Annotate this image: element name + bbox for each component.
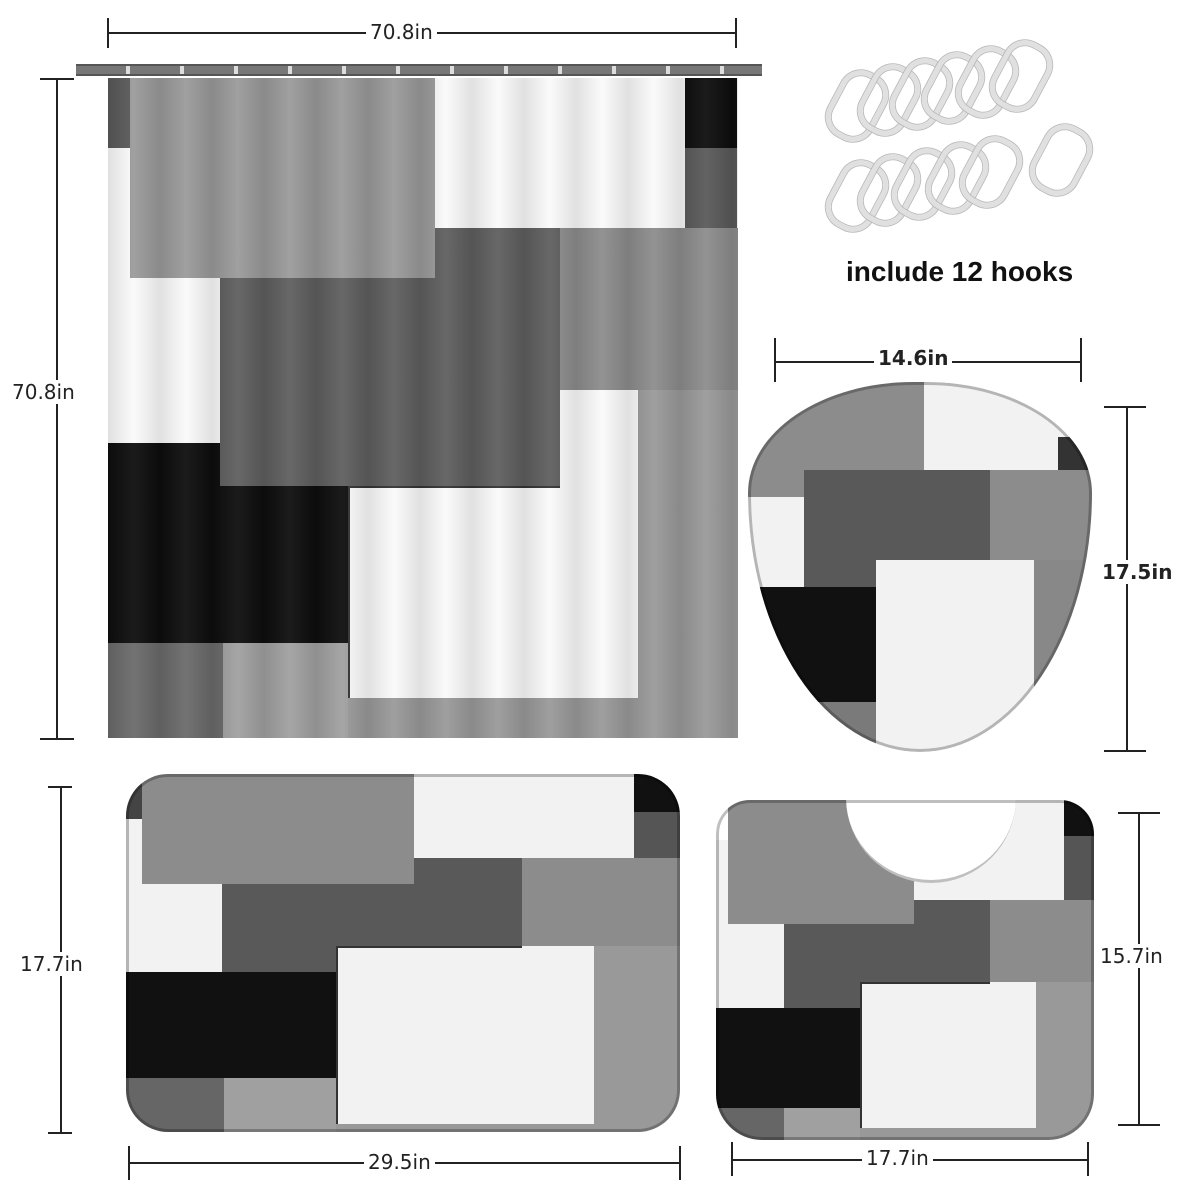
contour-mat bbox=[716, 800, 1094, 1140]
lid-width-label: 14.6in bbox=[874, 346, 953, 370]
curtain-height-label: 70.8in bbox=[8, 380, 79, 404]
bathmat-width-label: 29.5in bbox=[364, 1150, 435, 1174]
hooks-caption: include 12 hooks bbox=[846, 256, 1074, 287]
contour-width-label: 17.7in bbox=[862, 1146, 933, 1170]
shower-curtain bbox=[108, 78, 738, 738]
bathmat-height-label: 17.7in bbox=[16, 952, 87, 976]
bath-mat bbox=[126, 774, 680, 1132]
curtain-rod bbox=[76, 64, 762, 76]
contour-height-label: 15.7in bbox=[1096, 944, 1167, 968]
lid-cover bbox=[748, 382, 1092, 752]
curtain-width-label: 70.8in bbox=[366, 20, 437, 44]
lid-height-label: 17.5in bbox=[1098, 560, 1177, 584]
